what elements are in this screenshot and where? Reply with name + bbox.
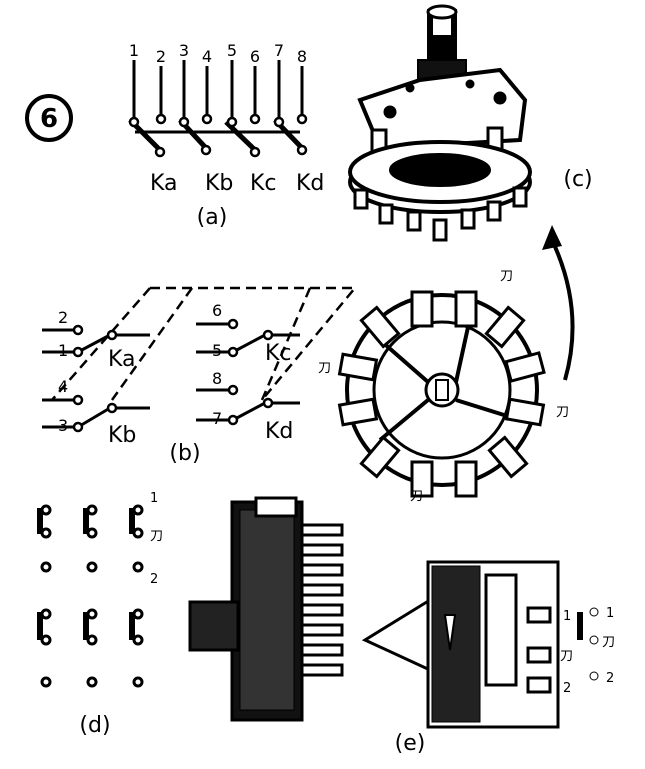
panel-d-symbols xyxy=(37,504,144,688)
contact-label: Kb xyxy=(205,171,233,196)
contact-label: Kb xyxy=(108,423,136,448)
panel-a-contact-labels: Ka Kb Kc Kd xyxy=(150,171,324,196)
panel-a-terminals xyxy=(128,113,308,158)
pin-label: 2 xyxy=(58,308,68,327)
panel-b-wiring xyxy=(42,286,358,429)
pin-label: 6 xyxy=(250,47,260,66)
panel-d-labels: 1 刀 2 xyxy=(150,491,163,587)
pin-label: 5 xyxy=(227,41,237,60)
panel-e-labels: 1 刀 2 1 刀 2 xyxy=(560,606,615,696)
pin-label: 1 xyxy=(563,609,571,624)
blade-label: 刀 xyxy=(150,529,163,544)
pin-label: 3 xyxy=(58,416,68,435)
figure-number-text: 6 xyxy=(40,104,58,134)
pin-label: 1 xyxy=(606,606,614,621)
pin-label: 2 xyxy=(156,47,166,66)
caption-e: (e) xyxy=(395,731,426,756)
caption-d: (d) xyxy=(79,713,110,738)
rotary-switch-illustration xyxy=(348,4,532,242)
pin-label: 7 xyxy=(212,409,222,428)
blade-label: 刀 xyxy=(410,489,423,504)
pin-label: 1 xyxy=(58,341,68,360)
blade-label: 刀 xyxy=(556,405,569,420)
pin-label: 6 xyxy=(212,301,222,320)
caption-b: (b) xyxy=(169,441,200,466)
curved-arrow-icon xyxy=(542,225,575,381)
slide-switch-illustration xyxy=(188,496,344,722)
panel-e-callout xyxy=(361,560,599,729)
figure-number: 6 xyxy=(25,94,73,142)
contact-label: Kd xyxy=(296,171,324,196)
caption-c: (c) xyxy=(563,167,592,192)
pin-label: 2 xyxy=(606,671,614,686)
wafer-blade-labels: 刀 刀 刀 刀 xyxy=(318,269,569,504)
blade-label: 刀 xyxy=(500,269,513,284)
pin-label: 1 xyxy=(129,41,139,60)
contact-label: Ka xyxy=(108,347,136,372)
panel-b-labels: 2 1 Ka 4 3 Kb 6 5 Kc 8 7 Kd xyxy=(58,301,293,448)
pin-label: 4 xyxy=(58,377,68,396)
contact-label: Kd xyxy=(265,419,293,444)
wafer-top-view xyxy=(337,290,546,498)
contact-label: Ka xyxy=(150,171,178,196)
pin-label: 2 xyxy=(150,572,158,587)
caption-a: (a) xyxy=(197,205,228,230)
pin-label: 7 xyxy=(274,41,284,60)
pin-label: 3 xyxy=(179,41,189,60)
panel-a-pin-labels: 1 2 3 4 5 6 7 8 xyxy=(129,41,307,66)
pin-label: 2 xyxy=(563,681,571,696)
pin-label: 8 xyxy=(212,369,222,388)
blade-label: 刀 xyxy=(602,635,615,650)
pin-label: 1 xyxy=(150,491,158,506)
pin-label: 4 xyxy=(202,47,212,66)
panel-a-wiring xyxy=(128,60,304,152)
pin-label: 5 xyxy=(212,341,222,360)
blade-label: 刀 xyxy=(318,361,331,376)
contact-label: Kc xyxy=(250,171,277,196)
contact-label: Kc xyxy=(265,341,292,366)
pin-label: 8 xyxy=(297,47,307,66)
blade-label: 刀 xyxy=(560,649,573,664)
panel-b-terminals xyxy=(72,318,274,433)
